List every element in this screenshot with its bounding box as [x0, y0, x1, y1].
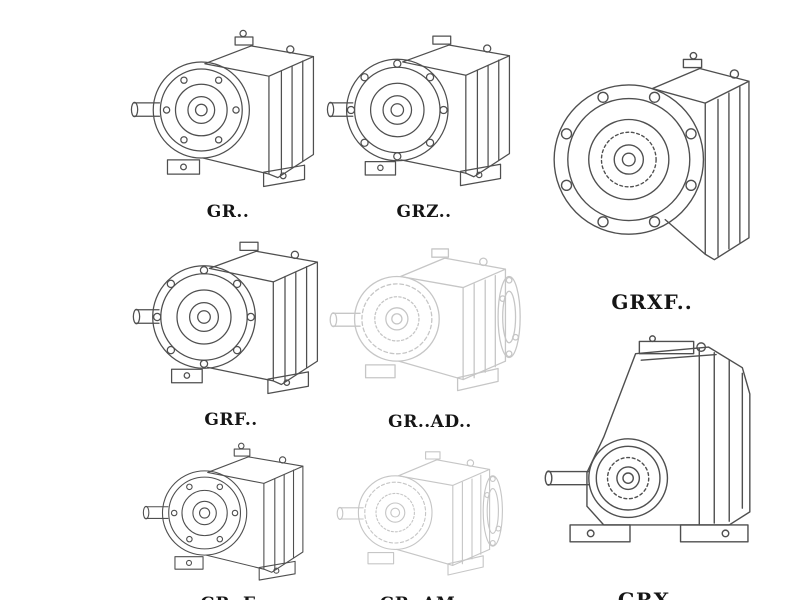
gearbox-drawing-gr-am [336, 451, 503, 576]
figure-grxf: GRXF.. [532, 16, 772, 314]
figure-label-grf: GRF.. [204, 410, 258, 430]
figure-label-gr-ad: GR..AD.. [388, 412, 472, 432]
gearbox-drawing-grx [544, 335, 751, 543]
figure-label-grx: GRX.. [617, 588, 687, 600]
figure-label-gr-am: GR..AM.. [380, 594, 468, 600]
figure-gr-ad: GR..AD.. [322, 222, 538, 432]
figure-grz: GRZ.. [322, 18, 526, 222]
figure-label-grz: GRZ.. [396, 202, 452, 222]
figure-grx: GRX.. [532, 316, 772, 600]
gearbox-drawing-gr-ad [329, 248, 521, 392]
gearbox-drawing-gr [130, 29, 315, 188]
gearbox-drawing-grxf [553, 51, 750, 261]
figure-gr: GR.. [126, 18, 330, 222]
gearbox-drawing-grf [132, 241, 319, 395]
gearbox-drawing-gr-f [142, 442, 304, 581]
figure-gr-f: GR..F [126, 432, 330, 600]
gearbox-drawing-grz [326, 35, 511, 187]
figure-label-gr: GR.. [206, 202, 250, 222]
figure-label-grxf: GRXF.. [611, 290, 693, 314]
figure-gr-am: GR..AM.. [322, 428, 526, 600]
figure-label-gr-f: GR..F [200, 594, 255, 600]
figure-grf: GRF.. [126, 224, 336, 430]
